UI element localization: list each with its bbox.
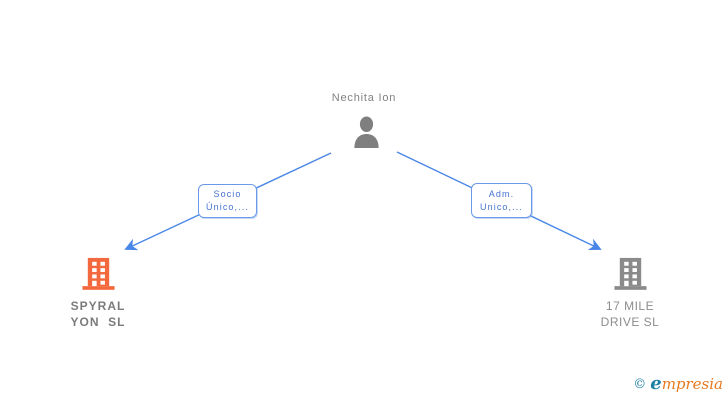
company-name-line2: DRIVE SL [600,315,660,329]
relation-label-line2: Único,... [206,202,249,212]
relation-label-line2: Unico,... [480,201,523,212]
company-node-spyral-yon-sl[interactable]: SPYRAL YON SL [38,255,158,330]
relation-box-socio[interactable]: Socio Único,... [198,184,257,218]
copyright-icon: © [633,377,647,392]
company-name-label: 17 MILE DRIVE SL [570,298,690,330]
company-name-line1: 17 MILE [605,299,655,313]
company-node-17-mile-drive-sl[interactable]: 17 MILE DRIVE SL [570,255,690,330]
relation-label-line1: Adm. [488,188,515,199]
logo-initial: e [650,373,662,394]
relation-label-line1: Socio [213,189,242,199]
building-icon [613,255,648,291]
relation-box-adm[interactable]: Adm. Unico,... [471,183,532,218]
person-node[interactable] [351,116,382,148]
person-name-label: Nechita Ion [331,92,397,104]
company-name-label: SPYRAL YON SL [38,298,158,330]
empresia-logo[interactable]: ©empresia [633,373,723,394]
logo-text: mpresia [661,375,723,393]
person-silhouette-icon [354,116,379,148]
company-name-line1: SPYRAL [70,299,126,313]
building-icon [81,255,116,291]
company-name-line2: YON SL [70,315,126,329]
